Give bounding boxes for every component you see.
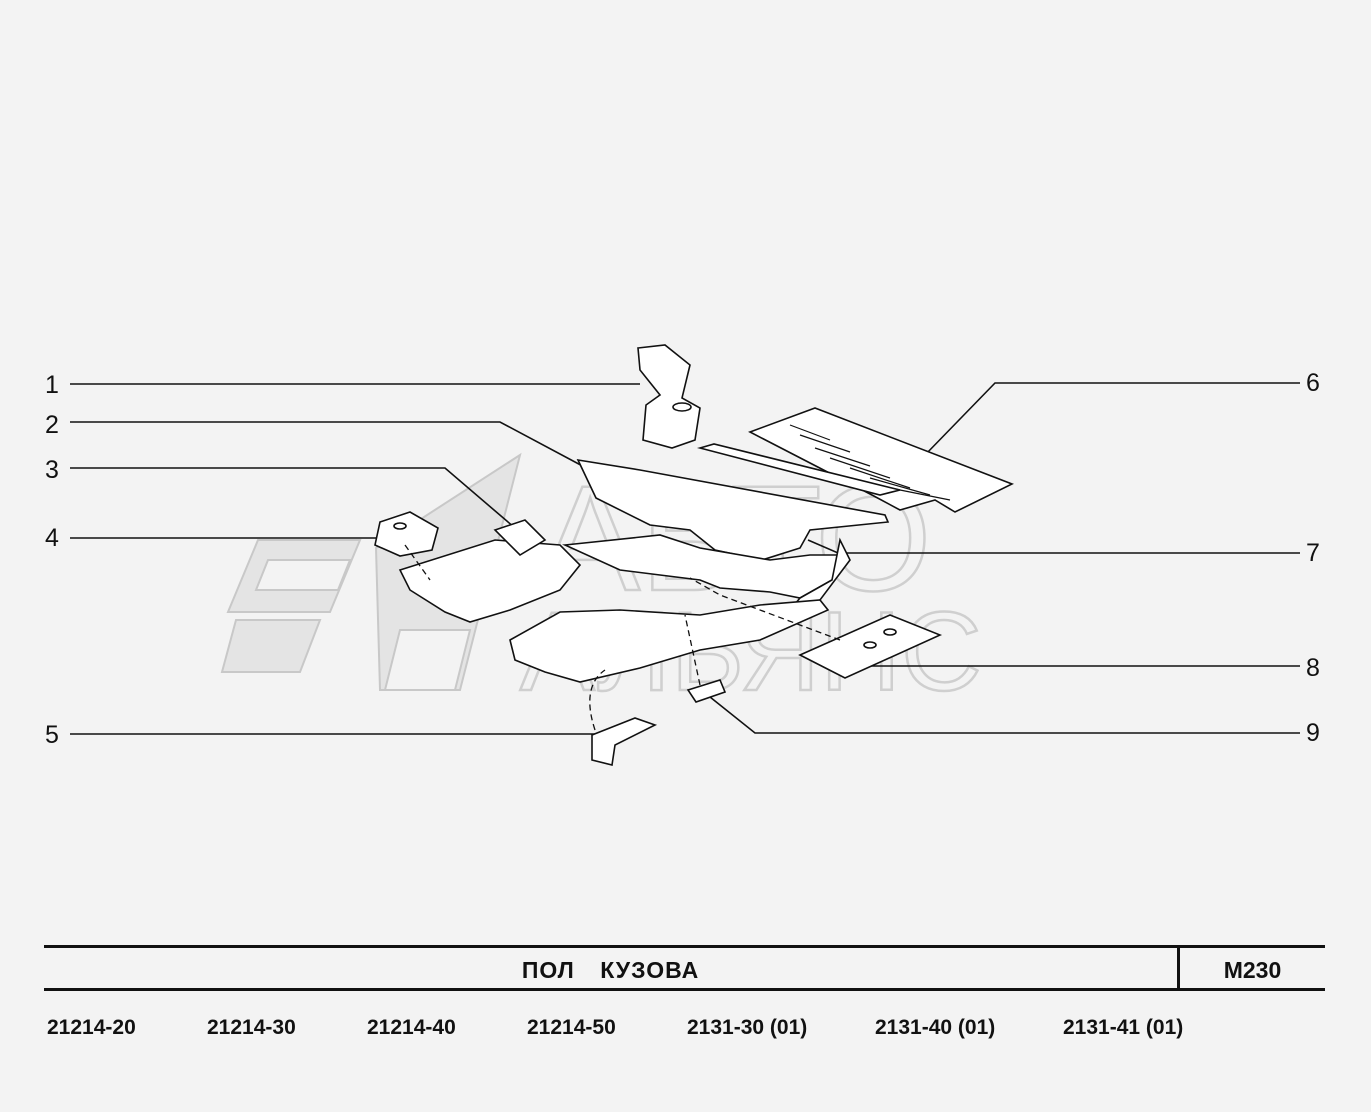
title-divider (1177, 948, 1180, 988)
model-item: 21214-20 (47, 1016, 136, 1039)
model-item: 21214-40 (367, 1016, 456, 1039)
part-front-floor (509, 599, 830, 683)
callout-9: 9 (1306, 719, 1320, 747)
part-2-cross-member (576, 443, 901, 561)
callout-5: 5 (45, 721, 59, 749)
part-5-bracket (591, 717, 658, 766)
callout-4: 4 (45, 524, 59, 552)
title-bar: ПОЛ КУЗОВА M230 (44, 945, 1325, 991)
callout-3: 3 (45, 456, 59, 484)
model-item: 2131-40 (01) (875, 1016, 996, 1039)
leader-lines (70, 382, 1300, 735)
part-3-floor-side (398, 519, 582, 623)
callout-8: 8 (1306, 654, 1320, 682)
part-1-bracket (637, 344, 701, 449)
callout-1: 1 (45, 371, 59, 399)
part-8-plate (798, 614, 943, 679)
model-item: 21214-50 (527, 1016, 616, 1039)
model-item: 2131-30 (01) (687, 1016, 808, 1039)
model-item: 21214-30 (207, 1016, 296, 1039)
callout-2: 2 (45, 411, 59, 439)
model-item: 2131-41 (01) (1063, 1016, 1184, 1039)
part-9-plate (686, 679, 727, 703)
page-code: M230 (1223, 957, 1282, 983)
part-4-bracket (374, 511, 439, 557)
callout-6: 6 (1306, 369, 1320, 397)
assembly-lines (404, 544, 841, 731)
page-title: ПОЛ КУЗОВА (521, 957, 700, 983)
callout-7: 7 (1306, 539, 1320, 567)
